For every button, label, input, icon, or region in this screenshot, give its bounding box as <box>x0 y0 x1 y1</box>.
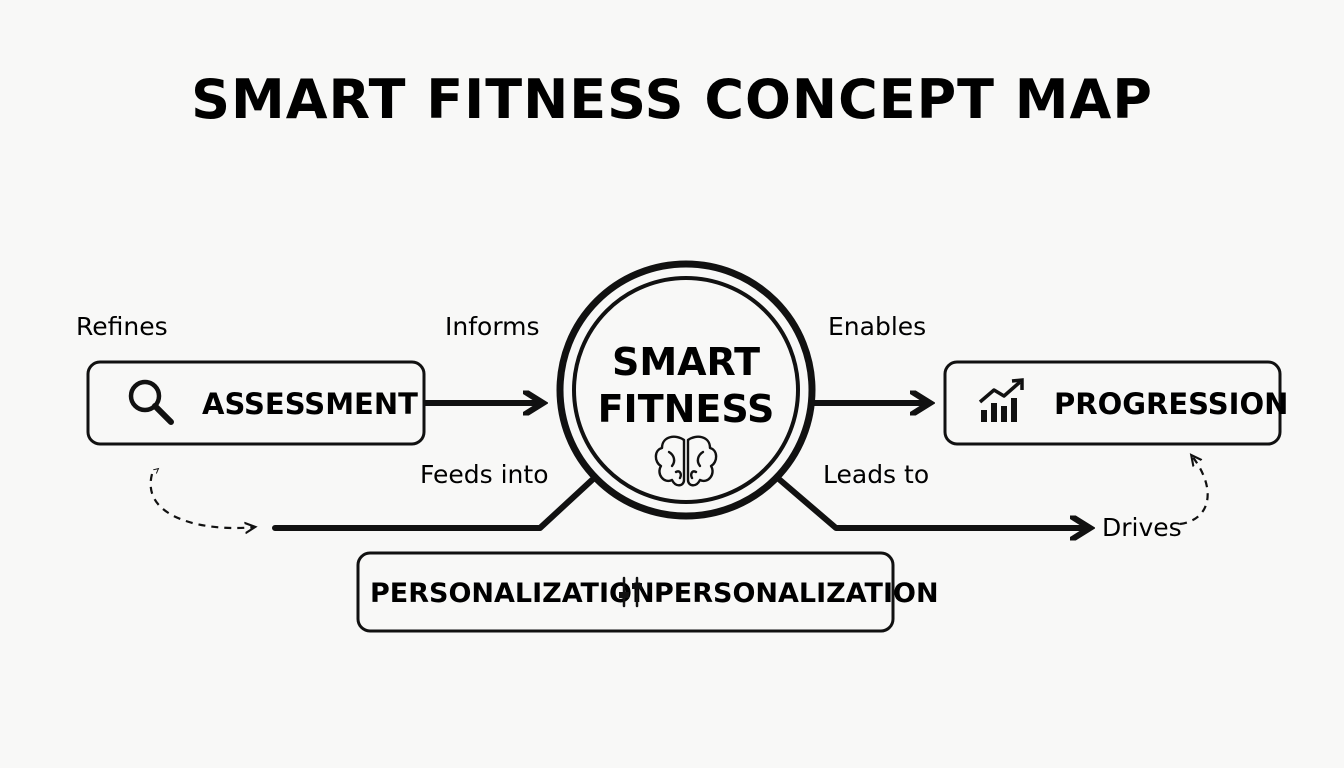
personalization-label-left: PERSONALIZATION <box>370 578 655 609</box>
hub-title-line2: FITNESS <box>598 387 775 431</box>
hub-node[interactable]: SMART FITNESS <box>556 260 816 520</box>
edge-label-informs: Informs <box>445 312 540 341</box>
progression-label: PROGRESSION <box>1054 387 1288 421</box>
progression-node[interactable]: PROGRESSION <box>943 360 1288 446</box>
assessment-label: ASSESSMENT <box>202 387 418 421</box>
sliders-icon <box>619 576 642 608</box>
edge-refines-loop <box>149 473 254 528</box>
edge-drives-loop <box>1179 456 1209 526</box>
edge-label-enables: Enables <box>828 312 926 341</box>
bar-chart-growth-icon <box>978 378 1024 422</box>
hub-title-line1: SMART <box>612 340 760 384</box>
brain-icon <box>654 435 718 487</box>
edge-label-feeds-into: Feeds into <box>420 460 549 489</box>
page-title: SMART FITNESS CONCEPT MAP <box>191 68 1153 131</box>
search-icon <box>128 379 174 425</box>
edge-label-leads-to: Leads to <box>823 460 929 489</box>
assessment-node[interactable]: ASSESSMENT <box>86 360 426 446</box>
edge-hub-feeds-into <box>272 477 595 531</box>
personalization-node[interactable]: PERSONALIZATION PERSONALIZATION <box>356 551 939 633</box>
personalization-label-right: PERSONALIZATION <box>654 578 939 609</box>
edge-label-refines: Refines <box>76 312 168 341</box>
edge-refines-loop-head <box>152 469 158 474</box>
edge-label-drives: Drives <box>1102 513 1182 542</box>
edge-hub-leads-to <box>777 477 1085 528</box>
